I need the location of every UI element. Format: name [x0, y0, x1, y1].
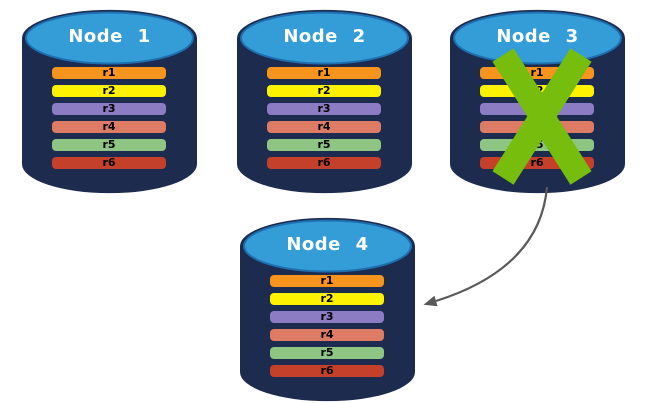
replica-r1: r1	[267, 67, 381, 79]
node-2: Node 2 r1 r2 r3 r4 r5 r6	[237, 5, 412, 195]
replica-r1: r1	[52, 67, 166, 79]
replica-r3: r3	[270, 311, 384, 323]
replica-r6: r6	[270, 365, 384, 377]
replica-r4: r4	[270, 329, 384, 341]
node-1: Node 1 r1 r2 r3 r4 r5 r6	[22, 5, 197, 195]
cylinder-top	[240, 11, 409, 65]
x-stroke-2	[492, 48, 592, 185]
node-title: Node 3	[496, 26, 579, 47]
replica-stack: r1 r2 r3 r4 r5 r6	[267, 67, 381, 175]
arrow-curve	[435, 186, 549, 303]
cylinder-top	[453, 11, 622, 65]
node-title: Node 2	[283, 26, 366, 47]
replica-stack: r1 r2 r3 r4 r5 r6	[52, 67, 166, 175]
replica-r1: r1	[270, 275, 384, 287]
replica-r2: r2	[270, 293, 384, 305]
replica-r6: r6	[52, 157, 166, 169]
replica-r5: r5	[52, 139, 166, 151]
replica-r3: r3	[267, 103, 381, 115]
replica-r4: r4	[52, 121, 166, 133]
arrowhead	[423, 295, 438, 307]
replica-r4: r4	[267, 121, 381, 133]
node-title: Node 4	[286, 234, 369, 255]
cylinder-top	[25, 11, 194, 65]
cylinder-top	[243, 219, 412, 273]
node-4: Node 4 r1 r2 r3 r4 r5 r6	[240, 213, 415, 403]
replica-r5: r5	[270, 347, 384, 359]
replica-r6: r6	[267, 157, 381, 169]
replica-r5: r5	[267, 139, 381, 151]
replica-r2: r2	[267, 85, 381, 97]
replica-r3: r3	[52, 103, 166, 115]
failure-x-icon	[489, 45, 595, 191]
replica-stack: r1 r2 r3 r4 r5 r6	[270, 275, 384, 383]
replica-r2: r2	[52, 85, 166, 97]
node-title: Node 1	[68, 26, 151, 47]
